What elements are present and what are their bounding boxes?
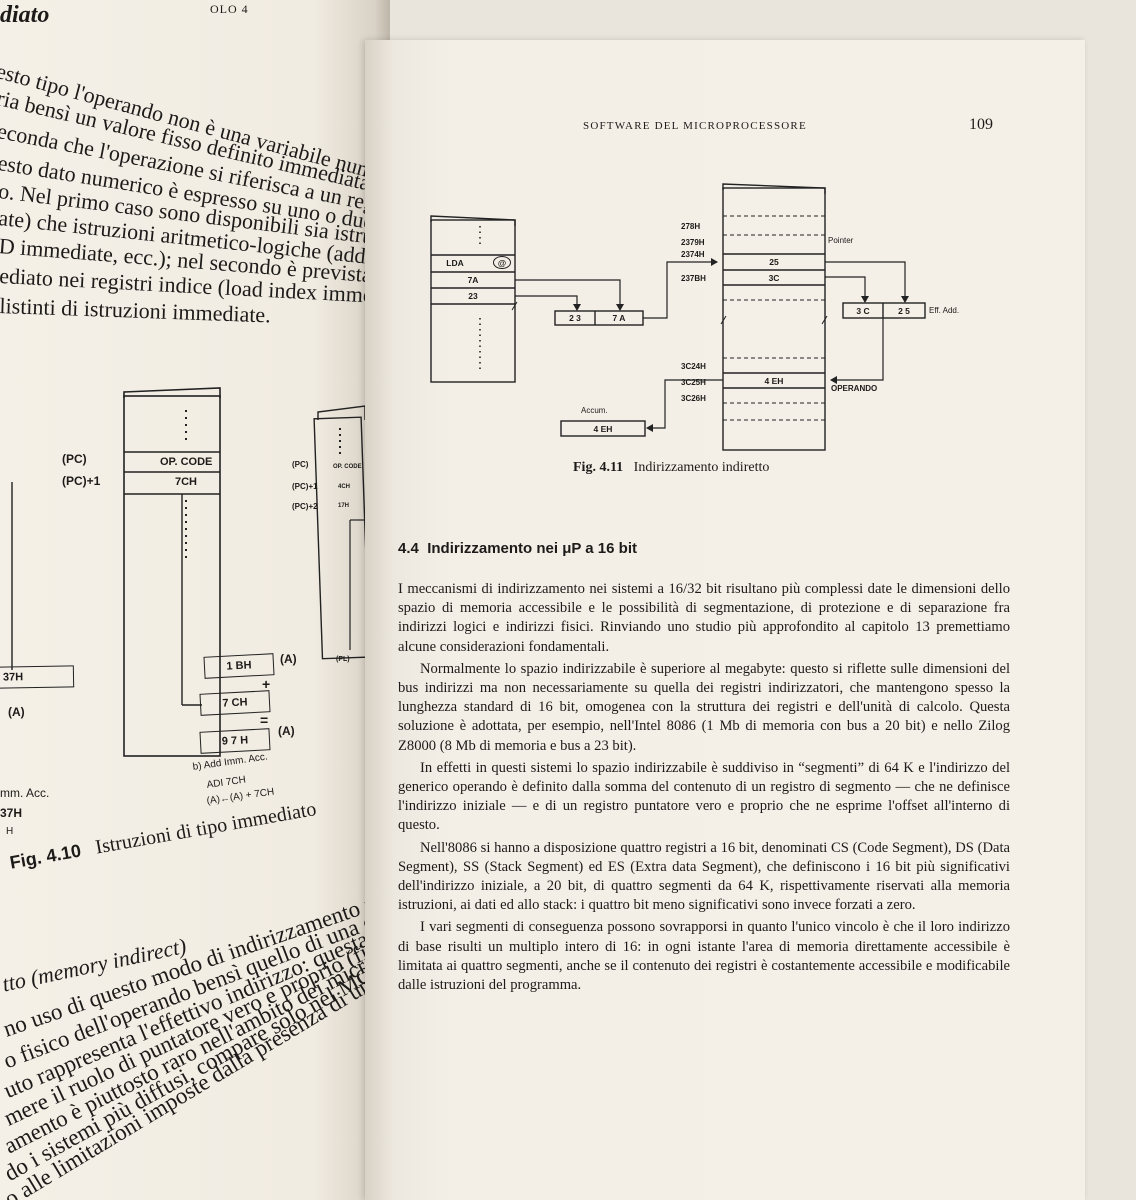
mem-cell-25: 25 bbox=[769, 257, 779, 267]
register-lo-7a: 7 A bbox=[612, 313, 626, 323]
register-hi-23: 2 3 bbox=[569, 313, 581, 323]
caption-a-line1: mm. Acc. bbox=[0, 786, 50, 800]
paragraph: I meccanismi di indirizzamento nei siste… bbox=[398, 581, 1010, 655]
fig-4-11-text: Indirizzamento indiretto bbox=[633, 460, 770, 475]
cell-7a: 7A bbox=[467, 275, 479, 285]
left-page: diato OLO 4 esto tipo l'operando non è u… bbox=[0, 0, 390, 1200]
eff-add-label: Eff. Add. bbox=[929, 306, 960, 315]
addr-label: 2379H bbox=[681, 238, 705, 247]
cell-7c: 7CH bbox=[175, 476, 198, 488]
mem-cell-4e: 4 EH bbox=[764, 376, 784, 386]
addr-label: 2374H bbox=[681, 250, 705, 259]
cell-23: 23 bbox=[468, 291, 478, 301]
operando-label: OPERANDO bbox=[831, 384, 878, 393]
right-page: SOFTWARE DEL MICROPROCESSORE 109 bbox=[365, 40, 1085, 1200]
paragraph: Normalmente lo spazio indirizzabile è su… bbox=[398, 660, 1010, 754]
accum-label: Accum. bbox=[581, 406, 608, 415]
eff-add-lo: 2 5 bbox=[898, 306, 910, 316]
accum-register: 4 EH bbox=[593, 424, 613, 434]
fig-4-11-label: Fig. 4.11 bbox=[573, 460, 624, 475]
paragraph: I vari segmenti di conseguenza possono s… bbox=[398, 919, 1010, 994]
equals-sign: = bbox=[260, 712, 269, 728]
small-opcode: OP. CODE bbox=[333, 464, 362, 470]
lda-cell: LDA bbox=[446, 258, 464, 268]
section-number: 4.4 bbox=[398, 540, 419, 557]
paragraph: In effetti in questi sistemi lo spazio i… bbox=[398, 759, 1010, 834]
body-text: I meccanismi di indirizzamento nei siste… bbox=[398, 580, 1010, 998]
fig-4-10-label: Fig. 4.10 bbox=[8, 840, 83, 873]
paragraph: Nell'8086 si hanno a disposizione quattr… bbox=[398, 839, 1010, 914]
pc-plus-1-label: (PC)+1 bbox=[62, 474, 101, 488]
pc-label: (PC) bbox=[62, 452, 87, 466]
left-chapter-label: OLO 4 bbox=[210, 2, 249, 16]
fig-4-11-caption: Fig. 4.11 Indirizzamento indiretto bbox=[573, 460, 769, 476]
small-pc2: (PC)+2 bbox=[292, 502, 318, 511]
register-1b: 1 BH bbox=[203, 653, 275, 679]
eff-add-hi: 3 C bbox=[856, 306, 870, 316]
indirect-symbol: @ bbox=[493, 256, 511, 269]
reg-a-label-1: (A) bbox=[280, 652, 297, 666]
page-number: 109 bbox=[969, 116, 993, 133]
small-pc: (PC) bbox=[292, 460, 309, 469]
caption-a-line2: 37H bbox=[0, 806, 23, 820]
section-heading: 4.4 Indirizzamento nei μP a 16 bit bbox=[398, 540, 637, 557]
figure-4-10-lines bbox=[11, 387, 371, 757]
small-pc1: (PC)+1 bbox=[292, 482, 318, 491]
addr-label: 3C24H bbox=[681, 362, 706, 371]
reg-a-label-2: (A) bbox=[278, 724, 295, 738]
section-title: Indirizzamento nei μP a 16 bit bbox=[427, 540, 637, 557]
register-97: 9 7 H bbox=[199, 728, 271, 754]
pointer-label: Pointer bbox=[828, 236, 854, 245]
addr-label: 3C26H bbox=[681, 394, 706, 403]
right-running-head: SOFTWARE DEL MICROPROCESSORE bbox=[583, 120, 807, 132]
addr-label: 278H bbox=[681, 222, 701, 231]
cell-37h: 37H bbox=[0, 665, 75, 689]
small-4c: 4CH bbox=[338, 484, 351, 490]
plus-sign: + bbox=[262, 676, 271, 692]
opcode-cell: OP. CODE bbox=[160, 456, 213, 468]
addr-label: 3C25H bbox=[681, 378, 706, 387]
small-pl: (PL) bbox=[336, 656, 350, 663]
mem-cell-3c: 3C bbox=[768, 273, 780, 283]
left-running-head: diato bbox=[0, 2, 50, 28]
small-17: 17H bbox=[338, 503, 350, 509]
caption-a-line3: H bbox=[6, 826, 14, 837]
figure-4-11-lines bbox=[430, 183, 926, 451]
addr-label: 237BH bbox=[681, 274, 706, 283]
a-label: (A) bbox=[8, 705, 25, 719]
